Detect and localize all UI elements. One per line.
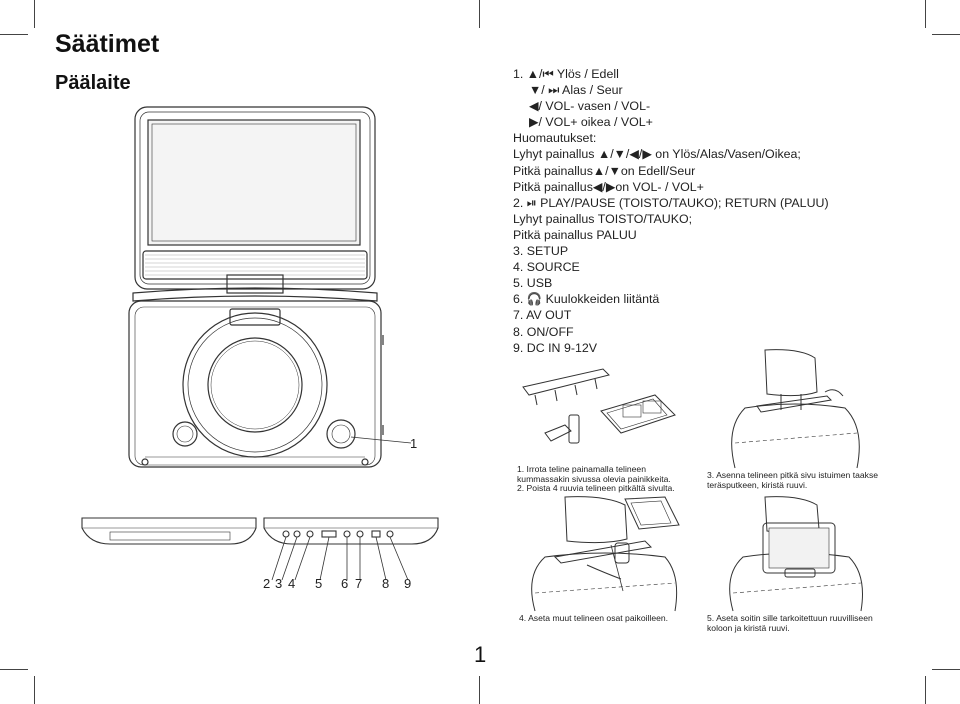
crop-mark: [34, 676, 35, 704]
list-item: 1. ▲/⏮ Ylös / Edell: [513, 67, 619, 81]
bracket-removal-illustration: [522, 368, 676, 444]
player-mounted-illustration: [729, 496, 863, 612]
step-5-caption: 5. Aseta soitin sille tarkoitettuun ruuv…: [707, 613, 873, 633]
step-1-2-caption: 1. Irrota teline painamalla telineen kum…: [517, 464, 675, 494]
callout-2: 2: [263, 576, 271, 591]
list-item: 9. DC IN 9-12V: [513, 340, 598, 355]
callout-row: 2 3 4 5 6 7 8 9: [263, 576, 423, 594]
caption-line: 3. Asenna telineen pitkä sivu istuimen t…: [707, 470, 879, 480]
bracket-assembly-illustration: [531, 496, 680, 612]
list-item: Pitkä painallus PALUU: [513, 227, 637, 242]
caption-line: 2. Poista 4 ruuvia telineen pitkältä siv…: [517, 483, 675, 494]
caption-line: 1. Irrota teline painamalla telineen: [517, 464, 646, 474]
callout-1: 1: [410, 436, 418, 451]
list-item: ◀/ VOL- vasen / VOL-: [529, 99, 651, 114]
crop-mark: [925, 0, 926, 28]
list-item: 8. ON/OFF: [513, 324, 574, 339]
list-item: 3. SETUP: [513, 244, 569, 259]
crop-mark: [479, 676, 480, 704]
callout-4: 4: [288, 576, 296, 591]
caption-line: 4. Aseta muut telineen osat paikoilleen.: [519, 613, 669, 623]
page-number: 1: [474, 642, 487, 667]
list-item: 5. USB: [513, 276, 553, 291]
list-item: Lyhyt painallus ▲/▼/◀/▶ on Ylös/Alas/Vas…: [513, 147, 801, 162]
callout-5: 5: [315, 576, 323, 591]
caption-line: 5. Aseta soitin sille tarkoitettuun ruuv…: [707, 613, 873, 623]
list-item: Huomautukset:: [513, 131, 597, 146]
headrest-mount-illustration: [731, 349, 860, 469]
caption-line: teräsputkeen, kiristä ruuvi.: [707, 479, 808, 490]
list-item: ▶/ VOL+ oikea / VOL+: [529, 115, 653, 130]
side-view-jacks: [263, 517, 439, 581]
callout-7: 7: [355, 576, 363, 591]
list-item: Pitkä painallus◀/▶on VOL- / VOL+: [513, 179, 704, 194]
dvd-player-illustration: [128, 106, 412, 468]
callout-3: 3: [275, 576, 283, 591]
list-item: 7. AV OUT: [513, 308, 572, 323]
caption-line: koloon ja kiristä ruuvi.: [707, 622, 790, 633]
side-view-left: [81, 517, 257, 545]
list-item: Lyhyt painallus TOISTO/TAUKO;: [513, 211, 693, 226]
step-4-caption: 4. Aseta muut telineen osat paikoilleen.: [519, 613, 669, 624]
crop-mark: [0, 669, 28, 670]
callout-8: 8: [382, 576, 390, 591]
list-item: 4. SOURCE: [513, 260, 580, 275]
crop-mark: [932, 34, 960, 35]
crop-mark: [479, 0, 480, 28]
crop-mark: [932, 669, 960, 670]
controls-list: 1. ▲/⏮ Ylös / Edell ▼/ ⏭ Alas / Seur ◀/ …: [513, 66, 829, 356]
crop-mark: [34, 0, 35, 28]
list-item: 6. 🎧 Kuulokkeiden liitäntä: [513, 292, 660, 307]
crop-mark: [0, 34, 28, 35]
list-item: Pitkä painallus▲/▼on Edell/Seur: [513, 163, 696, 178]
crop-mark: [925, 676, 926, 704]
page-title: Säätimet: [55, 30, 160, 58]
callout-9: 9: [404, 576, 412, 591]
callout-6: 6: [341, 576, 349, 591]
caption-line: kummassakin sivussa olevia painikkeita.: [517, 473, 671, 484]
list-item: 2. ⏯ PLAY/PAUSE (TOISTO/TAUKO); RETURN (…: [513, 195, 829, 210]
page-subtitle: Päälaite: [55, 72, 131, 94]
list-item: ▼/ ⏭ Alas / Seur: [529, 83, 623, 98]
step-3-caption: 3. Asenna telineen pitkä sivu istuimen t…: [707, 470, 879, 490]
